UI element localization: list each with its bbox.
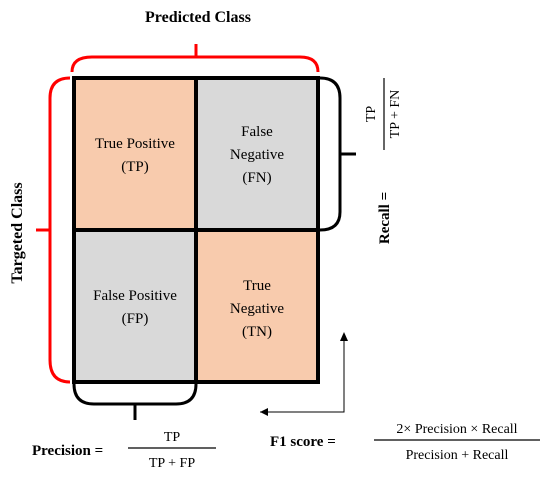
recall-formula: Recall = TP TP + FN <box>364 78 403 244</box>
tp-label-line1: True Positive <box>95 136 175 152</box>
f1-arrow-head-left <box>260 408 268 416</box>
tn-cell <box>196 230 318 382</box>
fp-label-line1: False Positive <box>93 288 177 304</box>
tn-label-line3: (TN) <box>242 324 272 340</box>
tp-label-line2: (TP) <box>121 159 149 175</box>
f1-numerator: 2× Precision × Recall <box>396 422 517 437</box>
f1-label: F1 score = <box>270 434 336 450</box>
recall-denominator: TP + FN <box>388 90 403 139</box>
f1-arrow-line <box>260 338 345 413</box>
f1-arrow-head-up <box>340 332 348 341</box>
precision-numerator: TP <box>164 430 181 445</box>
precision-label: Precision = <box>32 443 103 459</box>
targeted-class-label: Targeted Class <box>9 182 26 283</box>
targeted-class-bracket <box>48 76 71 384</box>
f1-denominator: Precision + Recall <box>406 448 509 463</box>
fn-label-line1: False <box>241 124 273 140</box>
fp-cell <box>74 230 196 382</box>
fn-cell <box>196 78 318 230</box>
tn-label-line1: True <box>243 278 271 294</box>
fn-label-line3: (FN) <box>242 170 271 186</box>
recall-bracket <box>319 76 342 232</box>
recall-label: Recall = <box>377 192 393 244</box>
fn-label-line2: Negative <box>230 147 284 163</box>
precision-denominator: TP + FP <box>149 456 196 471</box>
precision-bracket <box>72 383 198 406</box>
predicted-class-label: Predicted Class <box>145 9 251 26</box>
recall-numerator: TP <box>364 106 379 123</box>
fp-label-line2: (FP) <box>122 311 149 327</box>
tp-cell <box>74 78 196 230</box>
tn-label-line2: Negative <box>230 301 284 317</box>
predicted-class-bracket <box>70 55 320 73</box>
